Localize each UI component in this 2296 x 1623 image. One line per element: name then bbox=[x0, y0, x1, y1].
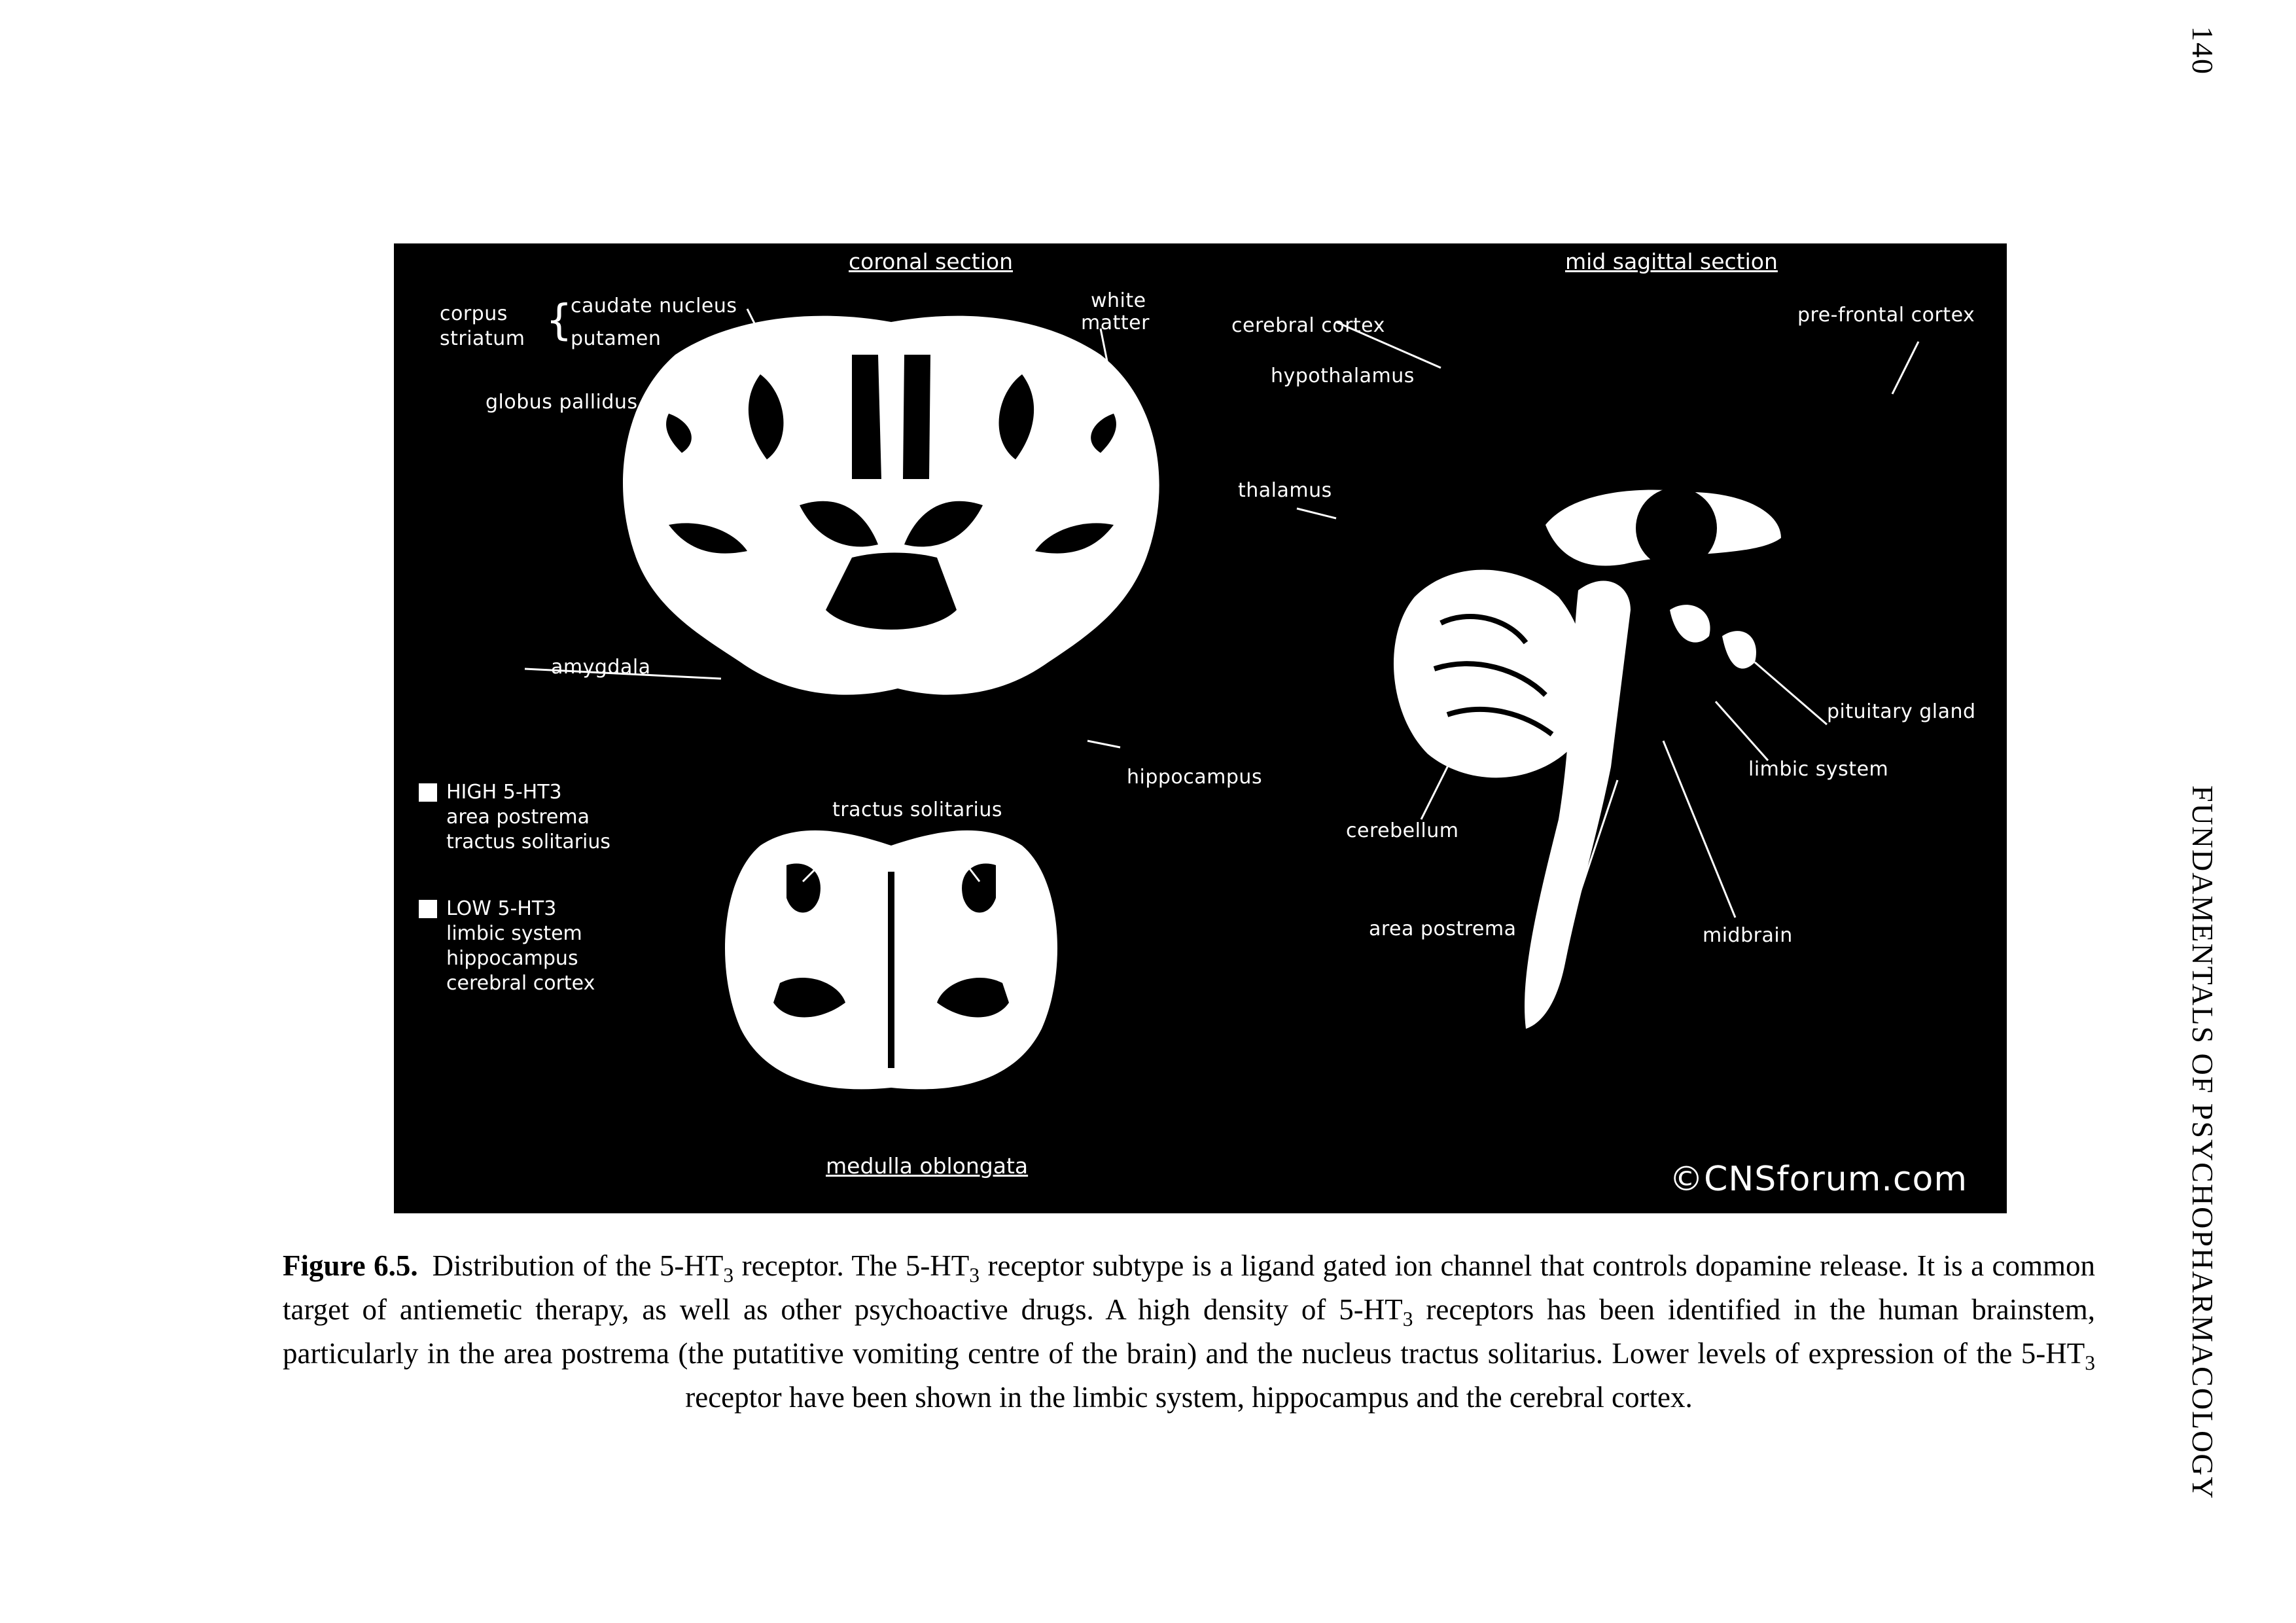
label-area-postrema: area postrema bbox=[1369, 918, 1517, 940]
label-putamen: putamen bbox=[571, 327, 662, 350]
label-corpus: corpus bbox=[440, 302, 508, 325]
coronal-section-title: coronal section bbox=[849, 249, 1014, 274]
label-matter: matter bbox=[1081, 312, 1150, 334]
label-amygdala: amygdala bbox=[551, 656, 651, 679]
legend-high-swatch bbox=[419, 783, 437, 802]
label-cerebellum: cerebellum bbox=[1346, 819, 1459, 842]
mid-sagittal-section-title: mid sagittal section bbox=[1565, 249, 1778, 274]
label-hypothalamus: hypothalamus bbox=[1271, 365, 1415, 387]
figure-label: Figure 6.5. bbox=[283, 1249, 418, 1282]
caption-text: receptors has been identified in the hum… bbox=[283, 1293, 2096, 1370]
caption-text: receptor subtype is a ligand gated ion c… bbox=[283, 1249, 2095, 1326]
legend-low: LOW 5-HT3 limbic system hippocampus cere… bbox=[419, 897, 595, 996]
caption-text: Distribution of the 5-HT bbox=[432, 1249, 724, 1282]
book-title: FUNDAMENTALS OF PSYCHOPHARMACOLOGY bbox=[2186, 785, 2219, 1500]
sagittal-section bbox=[1393, 488, 1781, 1029]
watermark-cnsforum: ©CNSforum.com bbox=[1669, 1160, 1968, 1199]
medulla-section bbox=[725, 830, 1057, 1090]
medulla-section-title: medulla oblongata bbox=[826, 1153, 1029, 1179]
caption-subscript: 3 bbox=[723, 1264, 734, 1287]
label-white: white bbox=[1091, 289, 1146, 312]
legend-low-item: limbic system bbox=[446, 922, 582, 945]
label-thalamus: thalamus bbox=[1238, 479, 1332, 502]
caption-subscript: 3 bbox=[2085, 1351, 2095, 1374]
legend-low-swatch bbox=[419, 900, 437, 918]
label-cerebral-cortex: cerebral cortex bbox=[1231, 314, 1385, 337]
caption-text: receptor have been shown in the limbic s… bbox=[685, 1381, 1693, 1414]
caption-text: receptor. The 5-HT bbox=[733, 1249, 970, 1282]
label-tractus-solitarius: tractus solitarius bbox=[832, 798, 1003, 821]
label-striatum: striatum bbox=[440, 327, 525, 350]
legend-high-item: tractus solitarius bbox=[446, 830, 611, 853]
legend-high-item: area postrema bbox=[446, 806, 590, 829]
label-prefrontal-cortex: pre-frontal cortex bbox=[1797, 304, 1975, 327]
legend-high: HIGH 5-HT3 area postrema tractus solitar… bbox=[419, 780, 610, 855]
brace-icon: { bbox=[546, 296, 573, 345]
label-limbic-system: limbic system bbox=[1748, 758, 1889, 781]
figure-5ht3-distribution: coronal section mid sagittal section med… bbox=[394, 243, 2007, 1213]
caption-subscript: 3 bbox=[969, 1264, 980, 1287]
leader-lines bbox=[524, 308, 1920, 918]
brain-illustration bbox=[524, 308, 1920, 1090]
label-hippocampus: hippocampus bbox=[1127, 766, 1263, 789]
label-globus-pallidus: globus pallidus bbox=[486, 391, 638, 414]
page-number: 140 bbox=[2186, 26, 2219, 75]
running-head: 140 FUNDAMENTALS OF PSYCHOPHARMACOLOGY bbox=[2185, 26, 2220, 1500]
figure-caption: Figure 6.5.Distribution of the 5-HT3 rec… bbox=[283, 1249, 2095, 1414]
legend-low-title: LOW 5-HT3 bbox=[446, 897, 557, 920]
coronal-brain-section bbox=[623, 315, 1159, 695]
caption-subscript: 3 bbox=[1402, 1308, 1413, 1330]
label-caudate: caudate nucleus bbox=[571, 294, 737, 317]
legend-low-item: hippocampus bbox=[446, 947, 578, 970]
label-pituitary-gland: pituitary gland bbox=[1827, 700, 1976, 723]
label-midbrain: midbrain bbox=[1703, 924, 1793, 947]
legend-high-title: HIGH 5-HT3 bbox=[446, 781, 562, 804]
legend-low-item: cerebral cortex bbox=[446, 972, 595, 995]
